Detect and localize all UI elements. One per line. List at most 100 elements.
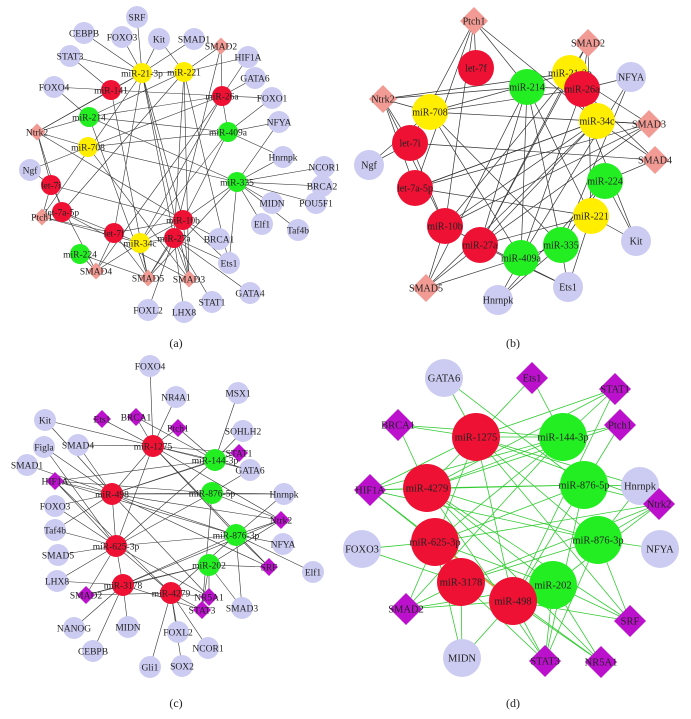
node-mir-224[interactable]: miR-224 bbox=[63, 244, 97, 264]
node-ptch1[interactable]: Ptch1 bbox=[31, 208, 53, 226]
node-hnrnpk[interactable]: Hnrnpk bbox=[269, 483, 299, 505]
node-ngf[interactable]: Ngf bbox=[354, 150, 384, 180]
node-mir-141[interactable]: miR-141 bbox=[94, 80, 128, 100]
node-stat3[interactable]: STAT3 bbox=[529, 645, 561, 677]
node-mir-27a[interactable]: miR-27a bbox=[157, 228, 191, 248]
node-ets1[interactable]: Ets1 bbox=[516, 362, 548, 394]
node-ptch1[interactable]: Ptch1 bbox=[460, 7, 488, 35]
node-elf1[interactable]: Elf1 bbox=[302, 561, 324, 583]
node-mir-221[interactable]: miR-221 bbox=[167, 62, 201, 82]
node-mir-625-3p[interactable]: miR-625-3p bbox=[93, 535, 140, 557]
node-midn[interactable]: MIDN bbox=[115, 616, 141, 638]
node-kit[interactable]: Kit bbox=[148, 28, 170, 50]
node-smad2[interactable]: SMAD2 bbox=[70, 586, 102, 604]
node-foxo4[interactable]: FOXO4 bbox=[135, 355, 166, 377]
node-stat1[interactable]: STAT1 bbox=[226, 444, 253, 462]
node-mir-224[interactable]: miR-224 bbox=[587, 163, 623, 199]
node-smad3[interactable]: SMAD3 bbox=[632, 110, 666, 138]
node-ntrk2[interactable]: Ntrk2 bbox=[643, 488, 675, 520]
node-mir-876-5p[interactable]: miR-876-5p bbox=[558, 461, 610, 509]
node-mir-1275[interactable]: miR-1275 bbox=[452, 413, 500, 461]
node-brca1[interactable]: BRCA1 bbox=[121, 408, 152, 426]
node-brca1[interactable]: BRCA1 bbox=[381, 409, 415, 441]
node-ets1[interactable]: Ets1 bbox=[218, 252, 240, 274]
node-mir-625-3p[interactable]: miR-625-3p bbox=[409, 518, 461, 566]
node-nfya[interactable]: NFYA bbox=[616, 62, 646, 92]
node-mir-335[interactable]: miR-335 bbox=[220, 172, 254, 192]
node-ncor1[interactable]: NCOR1 bbox=[308, 156, 340, 178]
node-mir-214[interactable]: miR-214 bbox=[72, 107, 106, 127]
node-mir-1275[interactable]: miR-1275 bbox=[134, 435, 173, 457]
node-brca2[interactable]: BRCA2 bbox=[307, 175, 338, 197]
node-smad5[interactable]: SMAD5 bbox=[42, 544, 74, 566]
node-stat1[interactable]: STAT1 bbox=[599, 373, 631, 405]
node-nr5a1[interactable]: NR5A1 bbox=[585, 646, 618, 678]
node-srf[interactable]: SRF bbox=[126, 6, 148, 28]
node-mir-34c[interactable]: miR-34c bbox=[123, 233, 157, 253]
node-smad3[interactable]: SMAD3 bbox=[173, 270, 205, 288]
node-smad4[interactable]: SMAD4 bbox=[62, 434, 94, 456]
node-smad4[interactable]: SMAD4 bbox=[80, 262, 112, 280]
node-hif1a[interactable]: HIF1A bbox=[235, 46, 262, 68]
node-sohlh2[interactable]: SOHLH2 bbox=[225, 420, 262, 442]
node-srf[interactable]: SRF bbox=[614, 605, 646, 637]
node-ptch1[interactable]: Ptch1 bbox=[167, 419, 189, 437]
node-figla[interactable]: Figla bbox=[33, 436, 55, 458]
node-nr5a1[interactable]: NR5A1 bbox=[194, 588, 224, 606]
node-mir-27a[interactable]: miR-27a bbox=[462, 227, 498, 263]
node-gli1[interactable]: Gli1 bbox=[139, 656, 161, 678]
node-foxo3[interactable]: FOXO3 bbox=[107, 26, 138, 48]
node-ntrk2[interactable]: Ntrk2 bbox=[26, 123, 48, 141]
node-let-7i[interactable]: let-7i bbox=[392, 125, 428, 161]
node-lhx8[interactable]: LHX8 bbox=[45, 570, 70, 592]
node-mir-3178[interactable]: miR-3178 bbox=[437, 558, 485, 606]
node-mir-202[interactable]: miR-202 bbox=[529, 561, 577, 609]
node-nfya[interactable]: NFYA bbox=[267, 111, 292, 133]
node-kit[interactable]: Kit bbox=[34, 409, 56, 431]
node-kit[interactable]: Kit bbox=[621, 226, 651, 256]
node-smad1[interactable]: SMAD1 bbox=[11, 454, 43, 476]
node-nr4a1[interactable]: NR4A1 bbox=[161, 386, 191, 408]
node-mir-26a[interactable]: miR-26a bbox=[205, 86, 239, 106]
node-let-7f[interactable]: let-7f bbox=[458, 50, 494, 86]
node-mir-335[interactable]: miR-335 bbox=[543, 227, 579, 263]
node-nanog[interactable]: NANOG bbox=[57, 617, 91, 639]
node-mir-876-5p[interactable]: miR-876-5p bbox=[189, 482, 236, 504]
node-ngf[interactable]: Ngf bbox=[19, 159, 41, 181]
node-hnrnpk[interactable]: Hnrnpk bbox=[621, 467, 659, 505]
node-smad2[interactable]: SMAD2 bbox=[388, 593, 424, 625]
node-ntrk2[interactable]: Ntrk2 bbox=[270, 511, 292, 529]
node-brca1[interactable]: BRCA1 bbox=[204, 228, 235, 250]
node-ets1[interactable]: Ets1 bbox=[93, 410, 111, 428]
node-mir-4279[interactable]: miR-4279 bbox=[403, 464, 451, 512]
node-mir-21-3p[interactable]: miR-21-3p bbox=[121, 63, 163, 83]
node-mir-10b[interactable]: miR-10b bbox=[427, 208, 463, 244]
node-hif1a[interactable]: HIF1A bbox=[42, 472, 69, 490]
node-smad5[interactable]: SMAD5 bbox=[132, 269, 164, 287]
node-hnrnpk[interactable]: Hnrnpk bbox=[268, 146, 298, 168]
node-smad3[interactable]: SMAD3 bbox=[226, 597, 258, 619]
node-lhx8[interactable]: LHX8 bbox=[172, 301, 197, 323]
node-ncor1[interactable]: NCOR1 bbox=[192, 637, 224, 659]
node-gata6[interactable]: GATA6 bbox=[240, 67, 270, 89]
node-smad2[interactable]: SMAD2 bbox=[571, 29, 605, 57]
node-mir-3178[interactable]: miR-3178 bbox=[104, 574, 143, 596]
node-taf4b[interactable]: Taf4b bbox=[287, 219, 309, 241]
node-let-7i[interactable]: let-7i bbox=[41, 175, 61, 195]
node-foxo1[interactable]: FOXO1 bbox=[257, 87, 288, 109]
node-smad4[interactable]: SMAD4 bbox=[638, 146, 672, 174]
node-hif1a[interactable]: HIF1A bbox=[354, 474, 386, 506]
node-sox2[interactable]: SOX2 bbox=[170, 655, 194, 677]
node-smad1[interactable]: SMAD1 bbox=[178, 28, 210, 50]
node-ntrk2[interactable]: Ntrk2 bbox=[369, 85, 397, 113]
node-taf4b[interactable]: Taf4b bbox=[44, 519, 66, 541]
node-mir-144-3p[interactable]: miR-144-3p bbox=[192, 449, 239, 471]
node-mir-708[interactable]: miR-708 bbox=[71, 137, 105, 157]
node-gata6[interactable]: GATA6 bbox=[425, 359, 463, 397]
node-mir-876-3p[interactable]: miR-876-3p bbox=[572, 516, 624, 564]
node-smad5[interactable]: SMAD5 bbox=[409, 274, 443, 302]
node-elf1[interactable]: Elf1 bbox=[251, 213, 273, 235]
node-stat3[interactable]: STAT3 bbox=[57, 45, 84, 67]
node-mir-34c[interactable]: miR-34c bbox=[579, 103, 615, 139]
node-ptch1[interactable]: Ptch1 bbox=[604, 409, 636, 441]
